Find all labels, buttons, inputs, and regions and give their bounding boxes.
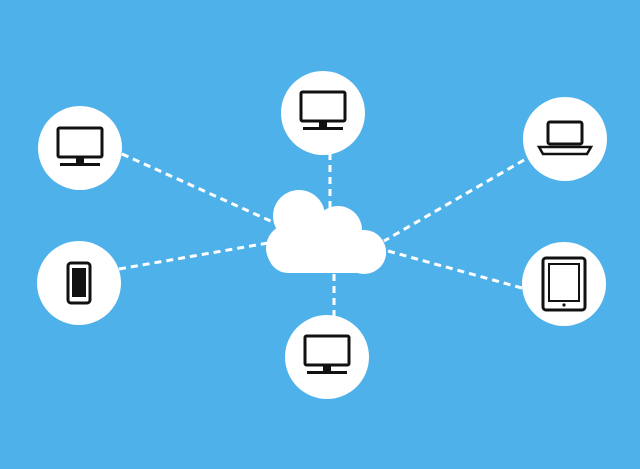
node-desktop-top-center <box>281 71 365 155</box>
link-laptop-top-right <box>383 158 525 243</box>
smartphone-icon <box>66 261 92 305</box>
link-phone-left <box>118 241 269 271</box>
laptop-icon <box>536 120 594 156</box>
monitor-icon <box>56 126 104 166</box>
node-laptop-top-right <box>523 97 607 181</box>
tablet-icon <box>541 256 587 312</box>
link-desktop-top-left <box>121 152 276 225</box>
node-desktop-bottom-center <box>285 315 369 399</box>
connection-links <box>118 152 525 318</box>
node-desktop-top-left <box>38 106 122 190</box>
monitor-icon <box>303 334 351 374</box>
cloud-icon <box>266 190 386 274</box>
node-phone-left <box>37 241 121 325</box>
monitor-icon <box>299 90 347 130</box>
node-tablet-right <box>522 242 606 326</box>
